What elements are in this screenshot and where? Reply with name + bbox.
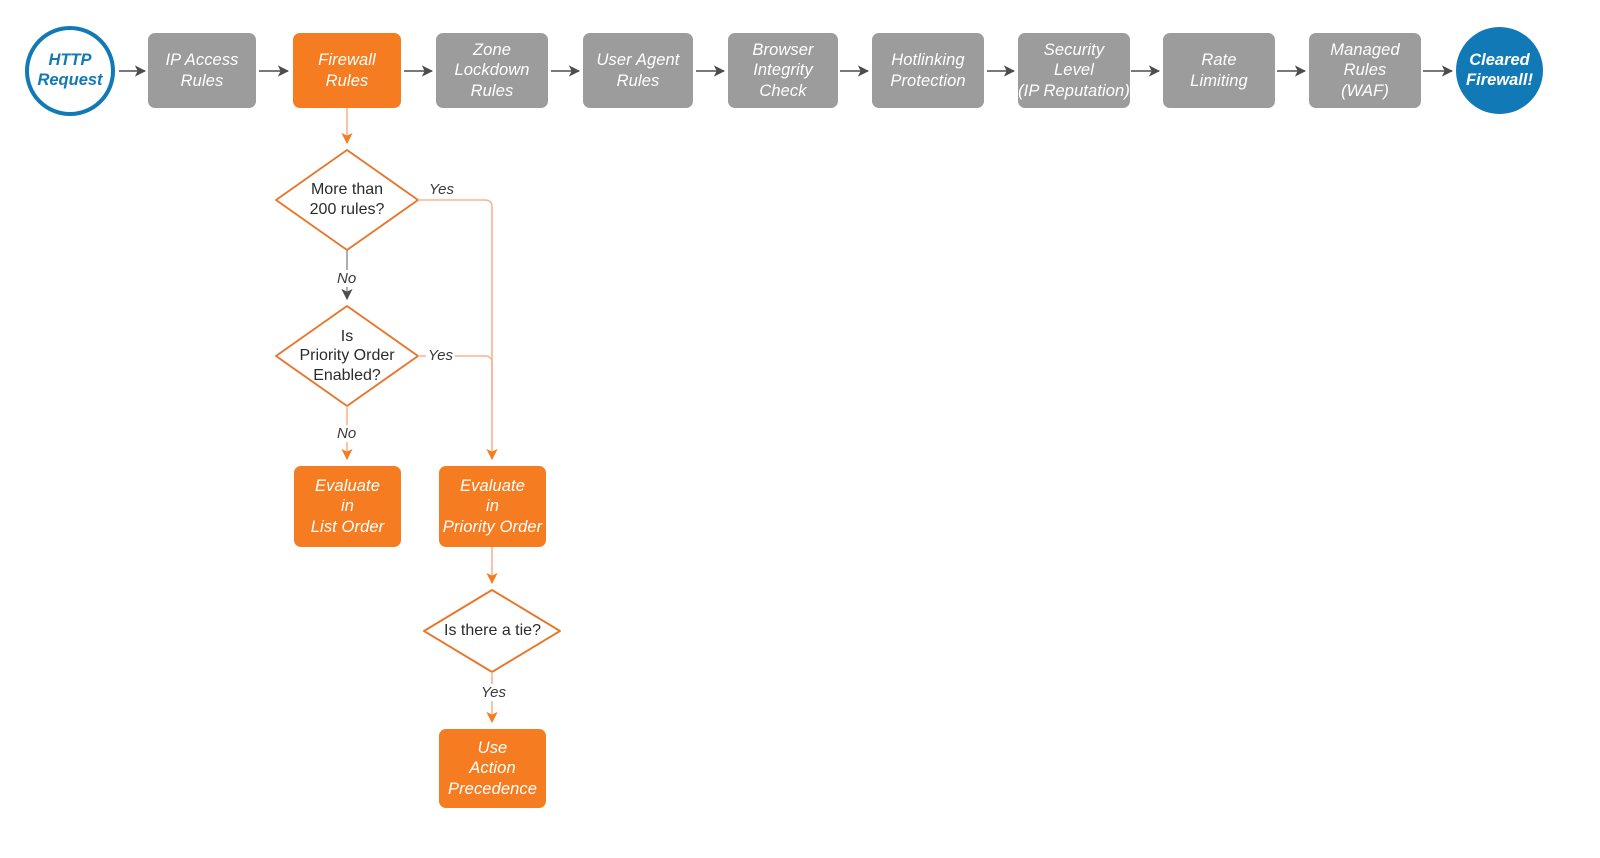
node-user-agent-rules[interactable]: User Agent Rules [583,33,693,108]
edge-label-priority-order-yes: Yes [426,347,456,364]
diamond-priority-order-enabled [275,305,419,407]
node-evaluate-in-priority-order[interactable]: Evaluate in Priority Order [439,466,546,547]
edge-label-tie-yes: Yes [479,684,509,701]
node-zone-lockdown-rules[interactable]: Zone Lockdown Rules [436,33,548,108]
node-evaluate-in-list-order[interactable]: Evaluate in List Order [294,466,401,547]
edge-more-than-200-yes [418,199,498,461]
edge-label-priority-order-no: No [335,425,359,442]
node-http-request[interactable]: HTTP Request [25,26,115,116]
node-cleared-firewall[interactable]: Cleared Firewall! [1456,27,1543,114]
diamond-is-there-a-tie [423,589,561,673]
decision-outlines [275,149,561,673]
edge-label-more-than-200-yes: Yes [427,181,457,198]
node-managed-rules-waf[interactable]: Managed Rules (WAF) [1309,33,1421,108]
edge-priority-order-yes [418,355,493,400]
node-rate-limiting[interactable]: Rate Limiting [1163,33,1275,108]
node-security-level[interactable]: Security Level (IP Reputation) [1018,33,1130,108]
node-firewall-rules[interactable]: Firewall Rules [293,33,401,108]
node-ip-access-rules[interactable]: IP Access Rules [148,33,256,108]
node-hotlinking-protection[interactable]: Hotlinking Protection [872,33,984,108]
node-browser-integrity-check[interactable]: Browser Integrity Check [728,33,838,108]
node-use-action-precedence[interactable]: Use Action Precedence [439,729,546,808]
edge-label-more-than-200-no: No [335,270,359,287]
diamond-more-than-200-rules [275,149,419,251]
